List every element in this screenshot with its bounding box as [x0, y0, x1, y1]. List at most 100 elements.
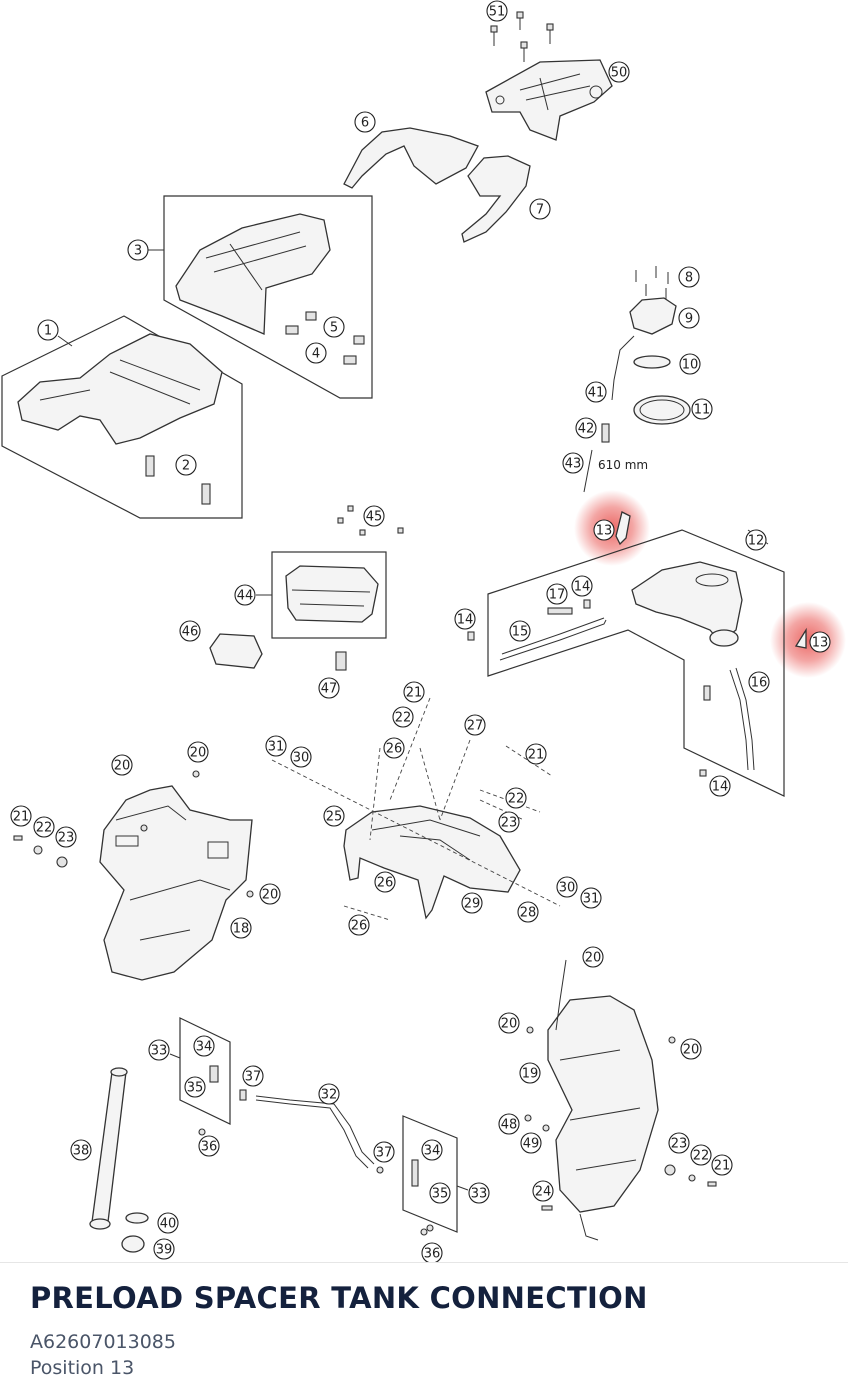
callout-34: 34 — [421, 1139, 443, 1161]
callout-circle — [585, 381, 607, 403]
callout-number: 46 — [182, 625, 199, 640]
callout-circle — [184, 1076, 206, 1098]
callout-number: 20 — [501, 1017, 518, 1032]
callout-number: 31 — [583, 892, 600, 907]
callout-16: 16 — [748, 671, 770, 693]
battery-box — [209, 505, 404, 671]
rear-seat — [175, 213, 365, 365]
callout-number: 1 — [44, 324, 52, 339]
callout-23: 23 — [55, 826, 77, 848]
callout-26: 26 — [348, 914, 370, 936]
callout-number: 15 — [512, 625, 529, 640]
callout-number: 20 — [585, 951, 602, 966]
callout-circle — [230, 917, 252, 939]
callout-number: 2 — [182, 459, 190, 474]
rear-rack-plate — [485, 11, 613, 141]
callout-circle — [187, 741, 209, 763]
callout-circle — [679, 353, 701, 375]
callout-number: 33 — [471, 1187, 488, 1202]
callout-14: 14 — [454, 608, 476, 630]
callout-43: 43 — [562, 452, 584, 474]
callout-circle — [198, 1135, 220, 1157]
callout-18: 18 — [230, 917, 252, 939]
callout-circle — [193, 1035, 215, 1057]
callout-number: 7 — [536, 203, 544, 218]
callout-38: 38 — [70, 1139, 92, 1161]
callout-number: 26 — [377, 876, 394, 891]
callout-circle — [37, 319, 59, 341]
callout-number: 22 — [395, 711, 412, 726]
callout-number: 6 — [361, 116, 369, 131]
callout-34: 34 — [193, 1035, 215, 1057]
rear-subframe — [271, 697, 561, 921]
callout-circle — [461, 892, 483, 914]
callout-22: 22 — [690, 1144, 712, 1166]
callout-22: 22 — [392, 706, 414, 728]
callout-27: 27 — [464, 714, 486, 736]
callout-number: 22 — [36, 821, 53, 836]
callout-26: 26 — [374, 871, 396, 893]
callout-13: 13 — [593, 519, 615, 541]
callout-circle — [383, 737, 405, 759]
callout-32: 32 — [318, 1083, 340, 1105]
callout-number: 20 — [262, 888, 279, 903]
callout-28: 28 — [517, 901, 539, 923]
callout-number: 21 — [528, 748, 545, 763]
callout-circle — [498, 1012, 520, 1034]
callout-24: 24 — [532, 1180, 554, 1202]
callout-35: 35 — [429, 1182, 451, 1204]
callout-20: 20 — [259, 883, 281, 905]
callout-17: 17 — [546, 583, 568, 605]
callout-number: 34 — [424, 1144, 441, 1159]
callout-circle — [153, 1238, 175, 1260]
callout-number: 13 — [812, 636, 829, 651]
callout-number: 11 — [694, 403, 711, 418]
callout-circle — [454, 608, 476, 630]
callout-circle — [691, 398, 713, 420]
callout-circle — [175, 454, 197, 476]
callout-31: 31 — [265, 735, 287, 757]
callout-circle — [464, 714, 486, 736]
callout-circle — [259, 883, 281, 905]
callout-49: 49 — [520, 1132, 542, 1154]
callout-number: 17 — [549, 588, 566, 603]
callout-circle — [582, 946, 604, 968]
callout-42: 42 — [575, 417, 597, 439]
callout-33: 33 — [468, 1182, 490, 1204]
callout-14: 14 — [571, 575, 593, 597]
callout-number: 18 — [233, 922, 250, 937]
callout-20: 20 — [498, 1012, 520, 1034]
tank-connection-assembly — [467, 561, 755, 777]
callout-number: 40 — [160, 1217, 177, 1232]
callout-circle — [354, 111, 376, 133]
callout-number: 35 — [187, 1081, 204, 1096]
callout-23: 23 — [498, 811, 520, 833]
callout-circle — [242, 1065, 264, 1087]
callout-number: 26 — [386, 742, 403, 757]
callout-number: 50 — [611, 66, 628, 81]
callout-circle — [421, 1242, 443, 1262]
callout-circle — [323, 316, 345, 338]
callout-circle — [403, 681, 425, 703]
callout-number: 19 — [522, 1067, 539, 1082]
callout-group: 5150673541289104111424313124544464717141… — [10, 0, 831, 1262]
callout-number: 43 — [565, 457, 582, 472]
callout-number: 35 — [432, 1187, 449, 1202]
callout-circle — [486, 0, 508, 22]
callout-number: 37 — [245, 1070, 262, 1085]
callout-20: 20 — [187, 741, 209, 763]
callout-8: 8 — [678, 266, 700, 288]
callout-36: 36 — [421, 1242, 443, 1262]
callout-circle — [505, 787, 527, 809]
callout-number: 30 — [559, 881, 576, 896]
callout-number: 22 — [508, 792, 525, 807]
callout-39: 39 — [153, 1238, 175, 1260]
callout-number: 20 — [683, 1043, 700, 1058]
right-side-panel — [524, 959, 717, 1241]
callout-circle — [532, 1180, 554, 1202]
part-number: A62607013085 — [30, 1331, 176, 1353]
callout-5: 5 — [323, 316, 345, 338]
callout-circle — [575, 417, 597, 439]
callout-number: 27 — [467, 719, 484, 734]
callout-13: 13 — [809, 631, 831, 653]
